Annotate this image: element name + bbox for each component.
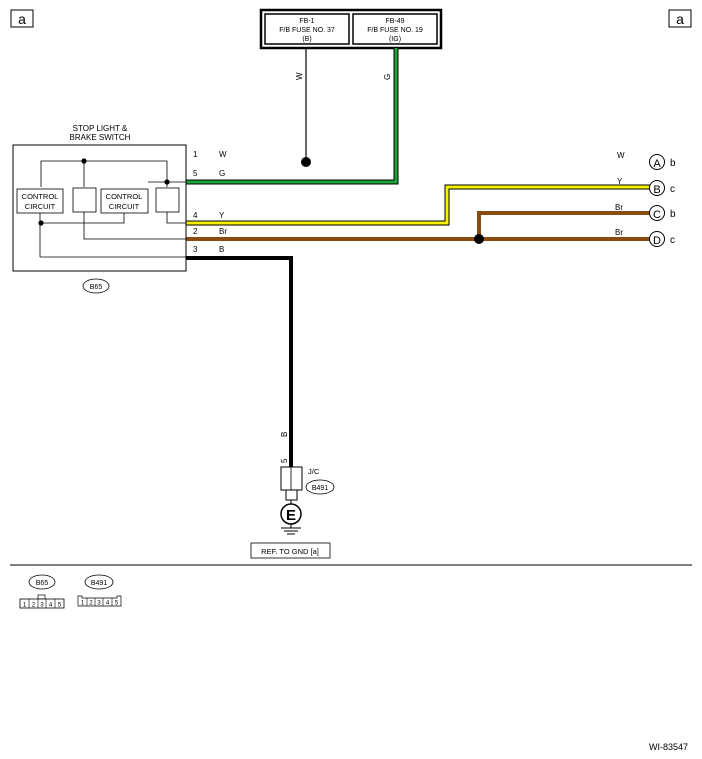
ground-reference: REF. TO GND [a] bbox=[250, 542, 331, 559]
output-wire-label: W bbox=[617, 151, 625, 160]
output-letter: D bbox=[653, 235, 661, 247]
pin-number: 1 bbox=[193, 150, 198, 159]
svg-text:B65: B65 bbox=[36, 580, 49, 587]
control-circuit-2 bbox=[100, 188, 149, 214]
output-suffix: b bbox=[670, 158, 676, 169]
wire-w-endpoint bbox=[301, 157, 311, 167]
svg-text:B491: B491 bbox=[312, 485, 328, 492]
legend-pin: 3 bbox=[40, 603, 44, 609]
pin-color: B bbox=[219, 245, 224, 254]
output-wire-label: Y bbox=[617, 177, 623, 186]
legend-connector-b491: B491 1 2 3 4 5 bbox=[77, 574, 122, 607]
fuse-right-line3: (IG) bbox=[389, 36, 401, 43]
pin-color: W bbox=[219, 150, 227, 159]
pin-number: 4 bbox=[193, 211, 198, 220]
svg-text:a: a bbox=[676, 11, 684, 27]
pin-color: Y bbox=[219, 211, 225, 220]
wire-brown-branch bbox=[477, 211, 650, 239]
svg-text:CONTROL: CONTROL bbox=[22, 192, 59, 201]
corner-label-right: a bbox=[668, 9, 692, 28]
legend-pin: 1 bbox=[23, 603, 27, 609]
svg-text:a: a bbox=[18, 11, 26, 27]
pin-color: Br bbox=[219, 227, 227, 236]
fuse-right-line2: F/B FUSE NO. 19 bbox=[367, 27, 423, 34]
switch-element-2 bbox=[155, 187, 180, 213]
svg-text:CIRCUIT: CIRCUIT bbox=[109, 202, 140, 211]
fuse-left-line2: F/B FUSE NO. 37 bbox=[279, 27, 335, 34]
stop-light-brake-switch: STOP LIGHT & BRAKE SWITCH CONTROL CIRCUI… bbox=[12, 124, 187, 294]
legend-pin: 3 bbox=[97, 601, 101, 607]
output-connectors: W A b Y B c Br C b Br D c bbox=[615, 151, 676, 247]
jc-label: J/C bbox=[308, 467, 320, 476]
ground-pin-label: 5 bbox=[280, 458, 289, 463]
legend-pin: 5 bbox=[58, 603, 62, 609]
wire-w-label: W bbox=[295, 72, 304, 80]
ground-symbol: E bbox=[280, 503, 302, 535]
figure-id: WI-83547 bbox=[649, 742, 688, 752]
corner-label-left: a bbox=[10, 9, 34, 28]
output-wire-label: Br bbox=[615, 203, 623, 212]
legend-pin: 5 bbox=[115, 601, 119, 607]
output-wire-label: Br bbox=[615, 228, 623, 237]
output-suffix: b bbox=[670, 209, 676, 220]
legend-connector-b65: B65 1 2 3 4 5 bbox=[19, 574, 65, 609]
output-suffix: c bbox=[670, 235, 675, 246]
svg-text:REF. TO GND [a]: REF. TO GND [a] bbox=[261, 547, 319, 556]
legend-pin: 2 bbox=[32, 603, 36, 609]
svg-text:B491: B491 bbox=[91, 580, 107, 587]
connector-b491-badge bbox=[305, 479, 335, 495]
wire-g-label: G bbox=[383, 74, 392, 80]
wire-yellow bbox=[186, 184, 650, 226]
legend-pin: 2 bbox=[89, 601, 93, 607]
brown-junction-dot bbox=[474, 234, 484, 244]
output-letter: A bbox=[653, 158, 661, 170]
wire-green bbox=[186, 48, 399, 185]
pin-color: G bbox=[219, 169, 225, 178]
pin-number: 5 bbox=[193, 169, 198, 178]
output-letter: B bbox=[653, 184, 660, 196]
output-letter: C bbox=[653, 209, 661, 221]
connector-b65-badge bbox=[82, 278, 110, 294]
switch-title-line2: BRAKE SWITCH bbox=[70, 133, 131, 142]
svg-text:CIRCUIT: CIRCUIT bbox=[25, 202, 56, 211]
fuse-right-line1: FB-49 bbox=[385, 18, 404, 25]
svg-text:B65: B65 bbox=[90, 284, 103, 291]
switch-element-1 bbox=[72, 187, 97, 213]
control-circuit-1 bbox=[16, 188, 64, 214]
legend-pin: 4 bbox=[49, 603, 53, 609]
svg-text:CONTROL: CONTROL bbox=[106, 192, 143, 201]
fuse-box: FB-1 F/B FUSE NO. 37 (B) FB-49 F/B FUSE … bbox=[259, 8, 443, 50]
pin-number: 3 bbox=[193, 245, 198, 254]
fuse-left-line1: FB-1 bbox=[299, 18, 314, 25]
ground-wire-label: B bbox=[280, 432, 289, 437]
pin-labels: 1 W 5 G 4 Y 2 Br 3 B bbox=[193, 150, 227, 254]
wire-black bbox=[186, 256, 293, 467]
svg-text:E: E bbox=[286, 507, 296, 524]
output-suffix: c bbox=[670, 184, 675, 195]
switch-title-line1: STOP LIGHT & bbox=[73, 124, 128, 133]
joint-connector: J/C B491 bbox=[280, 466, 335, 504]
fuse-left-line3: (B) bbox=[302, 36, 311, 43]
legend-pin: 4 bbox=[106, 601, 110, 607]
legend-pin: 1 bbox=[81, 601, 85, 607]
pin-number: 2 bbox=[193, 227, 198, 236]
